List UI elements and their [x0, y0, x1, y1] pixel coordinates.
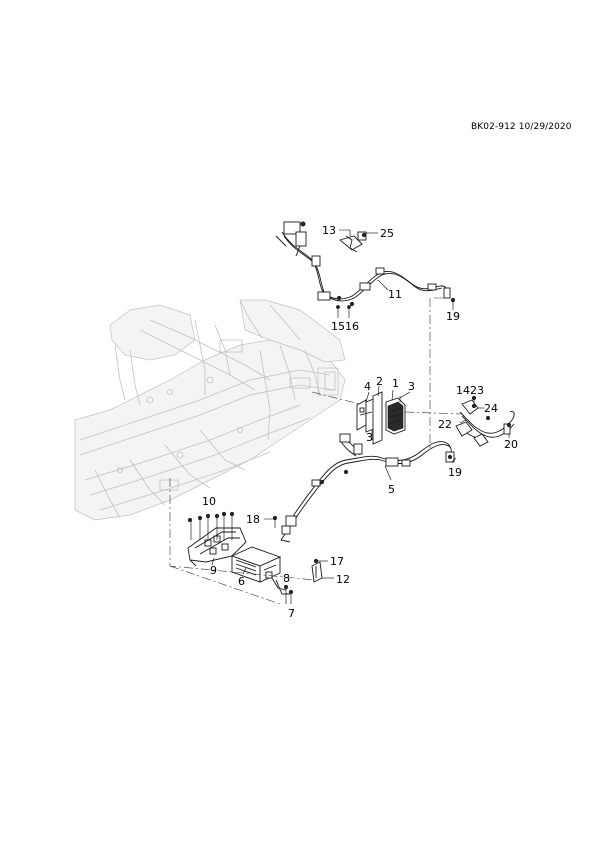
callout-5: 5	[388, 483, 395, 496]
callout-14: 14	[456, 384, 470, 397]
callout-9: 9	[210, 564, 217, 577]
callout-13: 13	[322, 224, 336, 237]
callout-4: 4	[364, 380, 371, 393]
callout-17: 17	[330, 555, 344, 568]
vehicle-underbody	[74, 299, 346, 521]
callout-19-lower: 19	[448, 466, 462, 479]
callout-19-upper: 19	[446, 310, 460, 323]
callout-16: 16	[345, 320, 359, 333]
callout-15: 15	[331, 320, 345, 333]
part-9-tray	[187, 527, 247, 567]
callout-23: 23	[470, 384, 484, 397]
drawing-code: BK02-912 10/29/2020	[471, 122, 572, 132]
callout-7: 7	[288, 607, 295, 620]
callout-8: 8	[283, 572, 290, 585]
callout-3-upper: 3	[408, 380, 415, 393]
callout-20: 20	[504, 438, 518, 451]
part-13-25-bracket	[339, 231, 367, 253]
part-11-upper-harness	[275, 221, 451, 307]
part-6-battery-pack	[230, 546, 290, 595]
callout-2: 2	[376, 375, 383, 388]
callout-11: 11	[388, 288, 402, 301]
callout-18: 18	[246, 513, 260, 526]
parts-1-4-module-assembly	[356, 391, 406, 445]
callout-25: 25	[380, 227, 394, 240]
callout-12: 12	[336, 573, 350, 586]
callout-6: 6	[238, 575, 245, 588]
part-20-24-right-harness	[455, 399, 515, 447]
callout-22: 22	[438, 418, 452, 431]
part-5-lower-harness	[280, 433, 455, 543]
callout-3-lower: 3	[366, 431, 373, 444]
callout-24: 24	[484, 402, 498, 415]
callout-1: 1	[392, 377, 399, 390]
part-12-17-bracket	[311, 561, 323, 583]
relation-lines	[169, 297, 463, 605]
callout-10: 10	[202, 495, 216, 508]
callout-labels: 1 2 3 3 4 5 6 7 8 9 10 11 12 13 14 15 16…	[202, 224, 518, 620]
